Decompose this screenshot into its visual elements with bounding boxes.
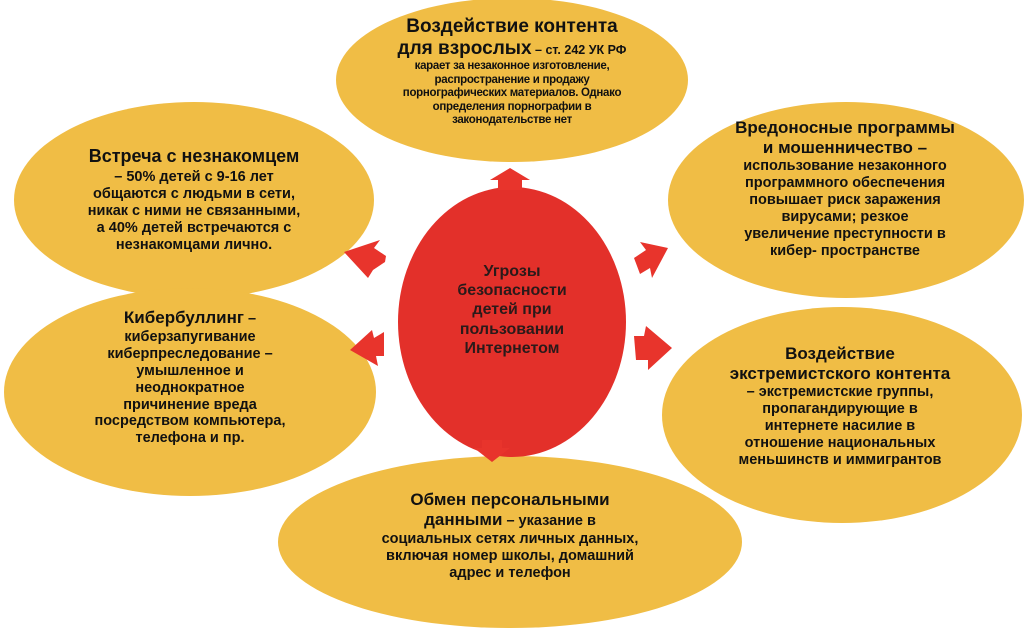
bubble-personal-data <box>278 456 742 628</box>
bubble-body: киберзапугивание <box>124 328 256 345</box>
arrow-down-icon <box>474 440 510 462</box>
bubble-body: вирусами; резкое <box>781 208 909 225</box>
center-line: пользовании <box>459 320 565 338</box>
bubble-body: меньшинств и иммигрантов <box>738 451 942 468</box>
center-line: Интернетом <box>464 339 560 357</box>
bubble-title: Воздействие контента <box>406 16 618 37</box>
center-circle <box>398 187 626 457</box>
bubble-body: увеличение преступности в <box>744 225 946 242</box>
bubble-cyberbullying <box>4 288 376 496</box>
text-adult-content: Воздействие контента для взрослых – ст. … <box>362 16 662 128</box>
bubble-body: посредством компьютера, <box>94 413 286 430</box>
arrow-up-icon <box>490 168 530 190</box>
bubble-body: определения порнографии в <box>432 100 592 113</box>
bubble-body: социальных сетях личных данных, <box>381 530 639 547</box>
arrow-right-up-icon <box>634 242 668 278</box>
bubble-adult-content <box>336 0 688 162</box>
arrow-left-up-icon <box>344 240 386 278</box>
bubble-body: пропагандирующие в <box>762 400 918 417</box>
center-title: Угрозы безопасности детей при пользовани… <box>412 262 612 358</box>
center-line: безопасности <box>457 282 567 300</box>
bubble-body: причинение вреда <box>123 396 257 413</box>
center-line: детей при <box>472 301 552 319</box>
bubble-title-suffix: – <box>243 311 257 327</box>
bubble-body: – 50% детей с 9-16 лет <box>114 169 274 186</box>
bubble-body: а 40% детей встречаются с <box>96 219 292 236</box>
bubble-body: неоднократное <box>135 379 245 396</box>
bubble-body: программного обеспечения <box>744 174 946 191</box>
bubble-title-suffix: – ст. 242 УК РФ <box>531 43 627 58</box>
bubble-title: для взрослых <box>397 38 532 60</box>
bubble-body: – экстремистские группы, <box>746 383 934 400</box>
bubble-stranger <box>14 102 374 298</box>
bubble-body: общаются с людьми в сети, <box>93 186 295 202</box>
bubble-extremism <box>662 307 1022 523</box>
bubble-body: киберпреследование – <box>107 345 273 362</box>
bubble-body: кибер- пространстве <box>770 242 920 259</box>
bubble-body: законодательстве нет <box>452 114 572 127</box>
bubble-body: отношение национальных <box>744 434 936 451</box>
bubble-body: телефона и пр. <box>135 430 245 447</box>
bubble-title: Воздействие <box>785 344 895 363</box>
bubble-body: карает за незаконное изготовление, <box>414 60 610 73</box>
bubble-body: распространение и продажу <box>434 73 590 86</box>
bubble-body: незнакомцами лично. <box>115 236 273 253</box>
bubble-title: Обмен персональными <box>410 490 610 509</box>
bubble-title: и мошенничество – <box>762 137 928 157</box>
bubble-title: Вредоносные программы <box>735 118 955 137</box>
bubble-body: включая номер школы, домашний <box>386 547 634 564</box>
text-malware: Вредоносные программы и мошенничество – … <box>690 118 1000 259</box>
bubble-body: никак с ними не связанными, <box>87 202 301 219</box>
bubble-body: повышает риск заражения <box>749 191 941 208</box>
arrow-left-down-icon <box>350 330 384 366</box>
text-stranger: Встреча с незнакомцем – 50% детей с 9-16… <box>34 146 354 254</box>
bubble-title-suffix: – указание в <box>502 512 596 529</box>
bubble-body: интернете насилие в <box>764 417 916 434</box>
bubble-title: Кибербуллинг <box>123 308 244 327</box>
bubble-malware <box>668 102 1024 298</box>
arrow-right-down-icon <box>634 326 672 370</box>
bubble-body: порнографических материалов. Однако <box>402 87 622 100</box>
text-cyberbullying: Кибербуллинг – киберзапугивание киберпре… <box>40 308 340 447</box>
text-personal-data: Обмен персональными данными – указание в… <box>330 490 690 581</box>
bubble-title: данными <box>424 509 503 529</box>
bubble-body: использование незаконного <box>743 157 947 174</box>
bubble-body: адрес и телефон <box>449 564 571 581</box>
bubble-body: умышленное и <box>136 362 244 379</box>
bubble-title: экстремистского контента <box>729 363 951 383</box>
center-line: Угрозы <box>483 263 541 280</box>
bubble-title: Встреча с незнакомцем <box>88 146 300 166</box>
text-extremism: Воздействие экстремистского контента – э… <box>690 344 990 469</box>
